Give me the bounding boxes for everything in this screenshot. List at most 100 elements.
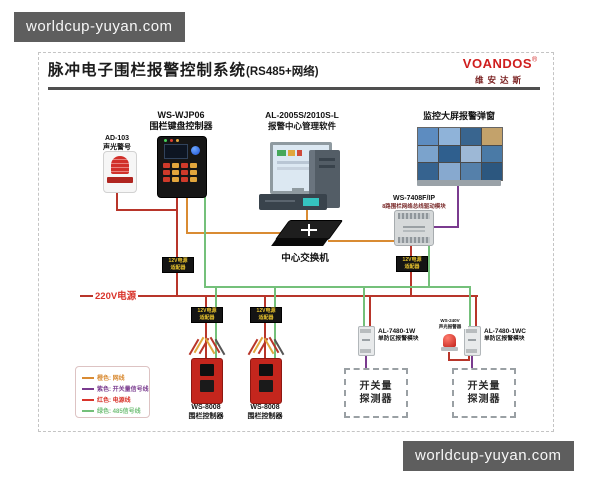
host-keypad [200,380,214,392]
wire-485-keypad-down [204,195,206,288]
module2-label: AL-7480-1WC 单防区报警模块 [484,328,542,343]
siren-name: 声光警号 [103,143,131,151]
wire-net-keypad-down [186,195,188,234]
alarm-module1-device [358,326,375,356]
module1-name: 单防区报警模块 [378,336,419,343]
wire-legend: 橙色: 网线 紫色: 开关量信号线 红色: 电源线 绿色: 485信号线 [75,366,150,418]
wire-485-bus [204,286,471,288]
keypad-dial-icon [191,146,200,155]
legend-item: 橙色: 网线 [82,372,149,383]
host1-model: WS-8008 [191,404,221,411]
host2-model: WS-8008 [250,404,280,411]
switch-front [271,238,329,246]
host1-name: 围栏控制器 [188,412,224,420]
wire-net-switch-driver [328,240,394,242]
videowall-device [417,127,503,181]
power-adapter-label: 12V电源 适配器 [396,256,428,272]
driver-terminal-strip [398,213,430,219]
wire-power-beacon-up [468,354,470,360]
wire-signal-videowall-driver [432,226,459,228]
legend-label: 红色: 电源线 [97,398,131,404]
adapter-line1: 12V电源 [402,257,422,263]
software-ui-block [288,150,295,156]
host1-label: WS-8008 围栏控制器 [176,404,236,422]
keypad-name: 围栏键盘控制器 [149,121,213,132]
videowall-name: 监控大屏报警弹窗 [422,111,495,121]
power-adapter-label: 12V电源 适配器 [250,307,282,323]
alarm-module2-device [464,326,481,356]
adapter-line1: 12V电源 [256,308,276,314]
wire-485-module2 [469,286,471,326]
host-screen [259,364,273,376]
wire-485-driver-down [428,244,430,287]
adapter-line1: 12V电源 [168,258,188,264]
pc-tower-slot [319,165,335,168]
keypad-label: WS-WJP06 围栏键盘控制器 [138,110,224,133]
wire-power-main-bus [80,295,478,297]
driver-panel-line [403,230,425,232]
wire-power-host2 [264,296,266,360]
beacon-name: 声光报警器 [438,323,462,329]
adapter-line2: 适配器 [258,314,274,321]
driver-device [394,210,434,246]
fence-host2-device [250,358,282,404]
host2-label: WS-8008 围栏控制器 [235,404,295,422]
driver-model: WS-7408F/IP [392,195,435,202]
module-terminal [360,329,371,333]
wire-power-beacon-link [448,359,470,361]
pc-model: AL-2005S/2010S-L [265,110,339,120]
driver-label: WS-7408F/IP 8路围栏网络总线驱动模块 [368,195,460,211]
software-ui-block [297,150,302,156]
legend-item: 紫色: 开关量信号线 [82,383,149,394]
keypad-led-icon [170,139,173,142]
wire-signal-videowall-down [457,185,459,228]
legend-item: 红色: 电源线 [82,394,149,405]
module-terminal [466,329,477,333]
detector2-line2: 探测器 [467,394,501,405]
wire-power-host1 [205,296,207,360]
power-source-label: 220V电源 [93,288,139,302]
siren-base [107,177,133,183]
keypad-device [157,136,207,198]
keypad-model: WS-WJP06 [157,110,205,120]
title-suffix: (RS485+网络) [246,66,319,78]
detector1-line2: 探测器 [359,394,393,405]
software-ui-block [277,150,286,156]
software-ui-bar [277,161,319,164]
keypad-led-icon [176,139,179,142]
driver-name: 8路围栏网络总线驱动模块 [382,203,446,210]
title-main: 脉冲电子围栏报警控制系统 [48,62,247,79]
switch-label: 中心交换机 [273,253,337,265]
switch-name: 中心交换机 [281,253,329,264]
fence-host1-device [191,358,223,404]
siren-model: AD-103 [104,135,130,142]
wire-net-keypad-switch [186,232,284,234]
watermark-top-left: worldcup-yuyan.com [14,12,185,42]
legend-label: 绿色: 485信号线 [97,409,141,415]
software-ui-bar [277,167,319,170]
legend-item: 绿色: 485信号线 [82,405,149,416]
adapter-line1: 12V电源 [197,308,217,314]
legend-swatch-orange [82,376,94,379]
wire-485-module1 [363,286,365,326]
registered-mark-icon: ® [532,56,538,64]
driver-panel-line [403,226,425,228]
legend-swatch-green [82,409,94,412]
detector1-box: 开关量 探测器 [344,368,408,418]
page-title: 脉冲电子围栏报警控制系统(RS485+网络) [48,58,319,80]
videowall-stand [417,180,501,186]
pc-base-line [265,200,295,202]
legend-label: 紫色: 开关量信号线 [97,387,149,393]
wire-power-siren-horizontal [116,209,177,211]
module1-model: AL-7480-1W [378,328,416,335]
module-terminal [360,349,371,353]
legend-label: 橙色: 网线 [97,376,125,382]
driver-terminal-strip [398,237,430,243]
beacon-model: WS-240V [440,318,460,323]
siren-device [103,151,137,193]
adapter-line2: 适配器 [199,314,215,321]
host2-name: 围栏控制器 [247,412,283,420]
module2-name: 单防区报警模块 [484,336,525,343]
detector2-line1: 开关量 [467,380,501,392]
